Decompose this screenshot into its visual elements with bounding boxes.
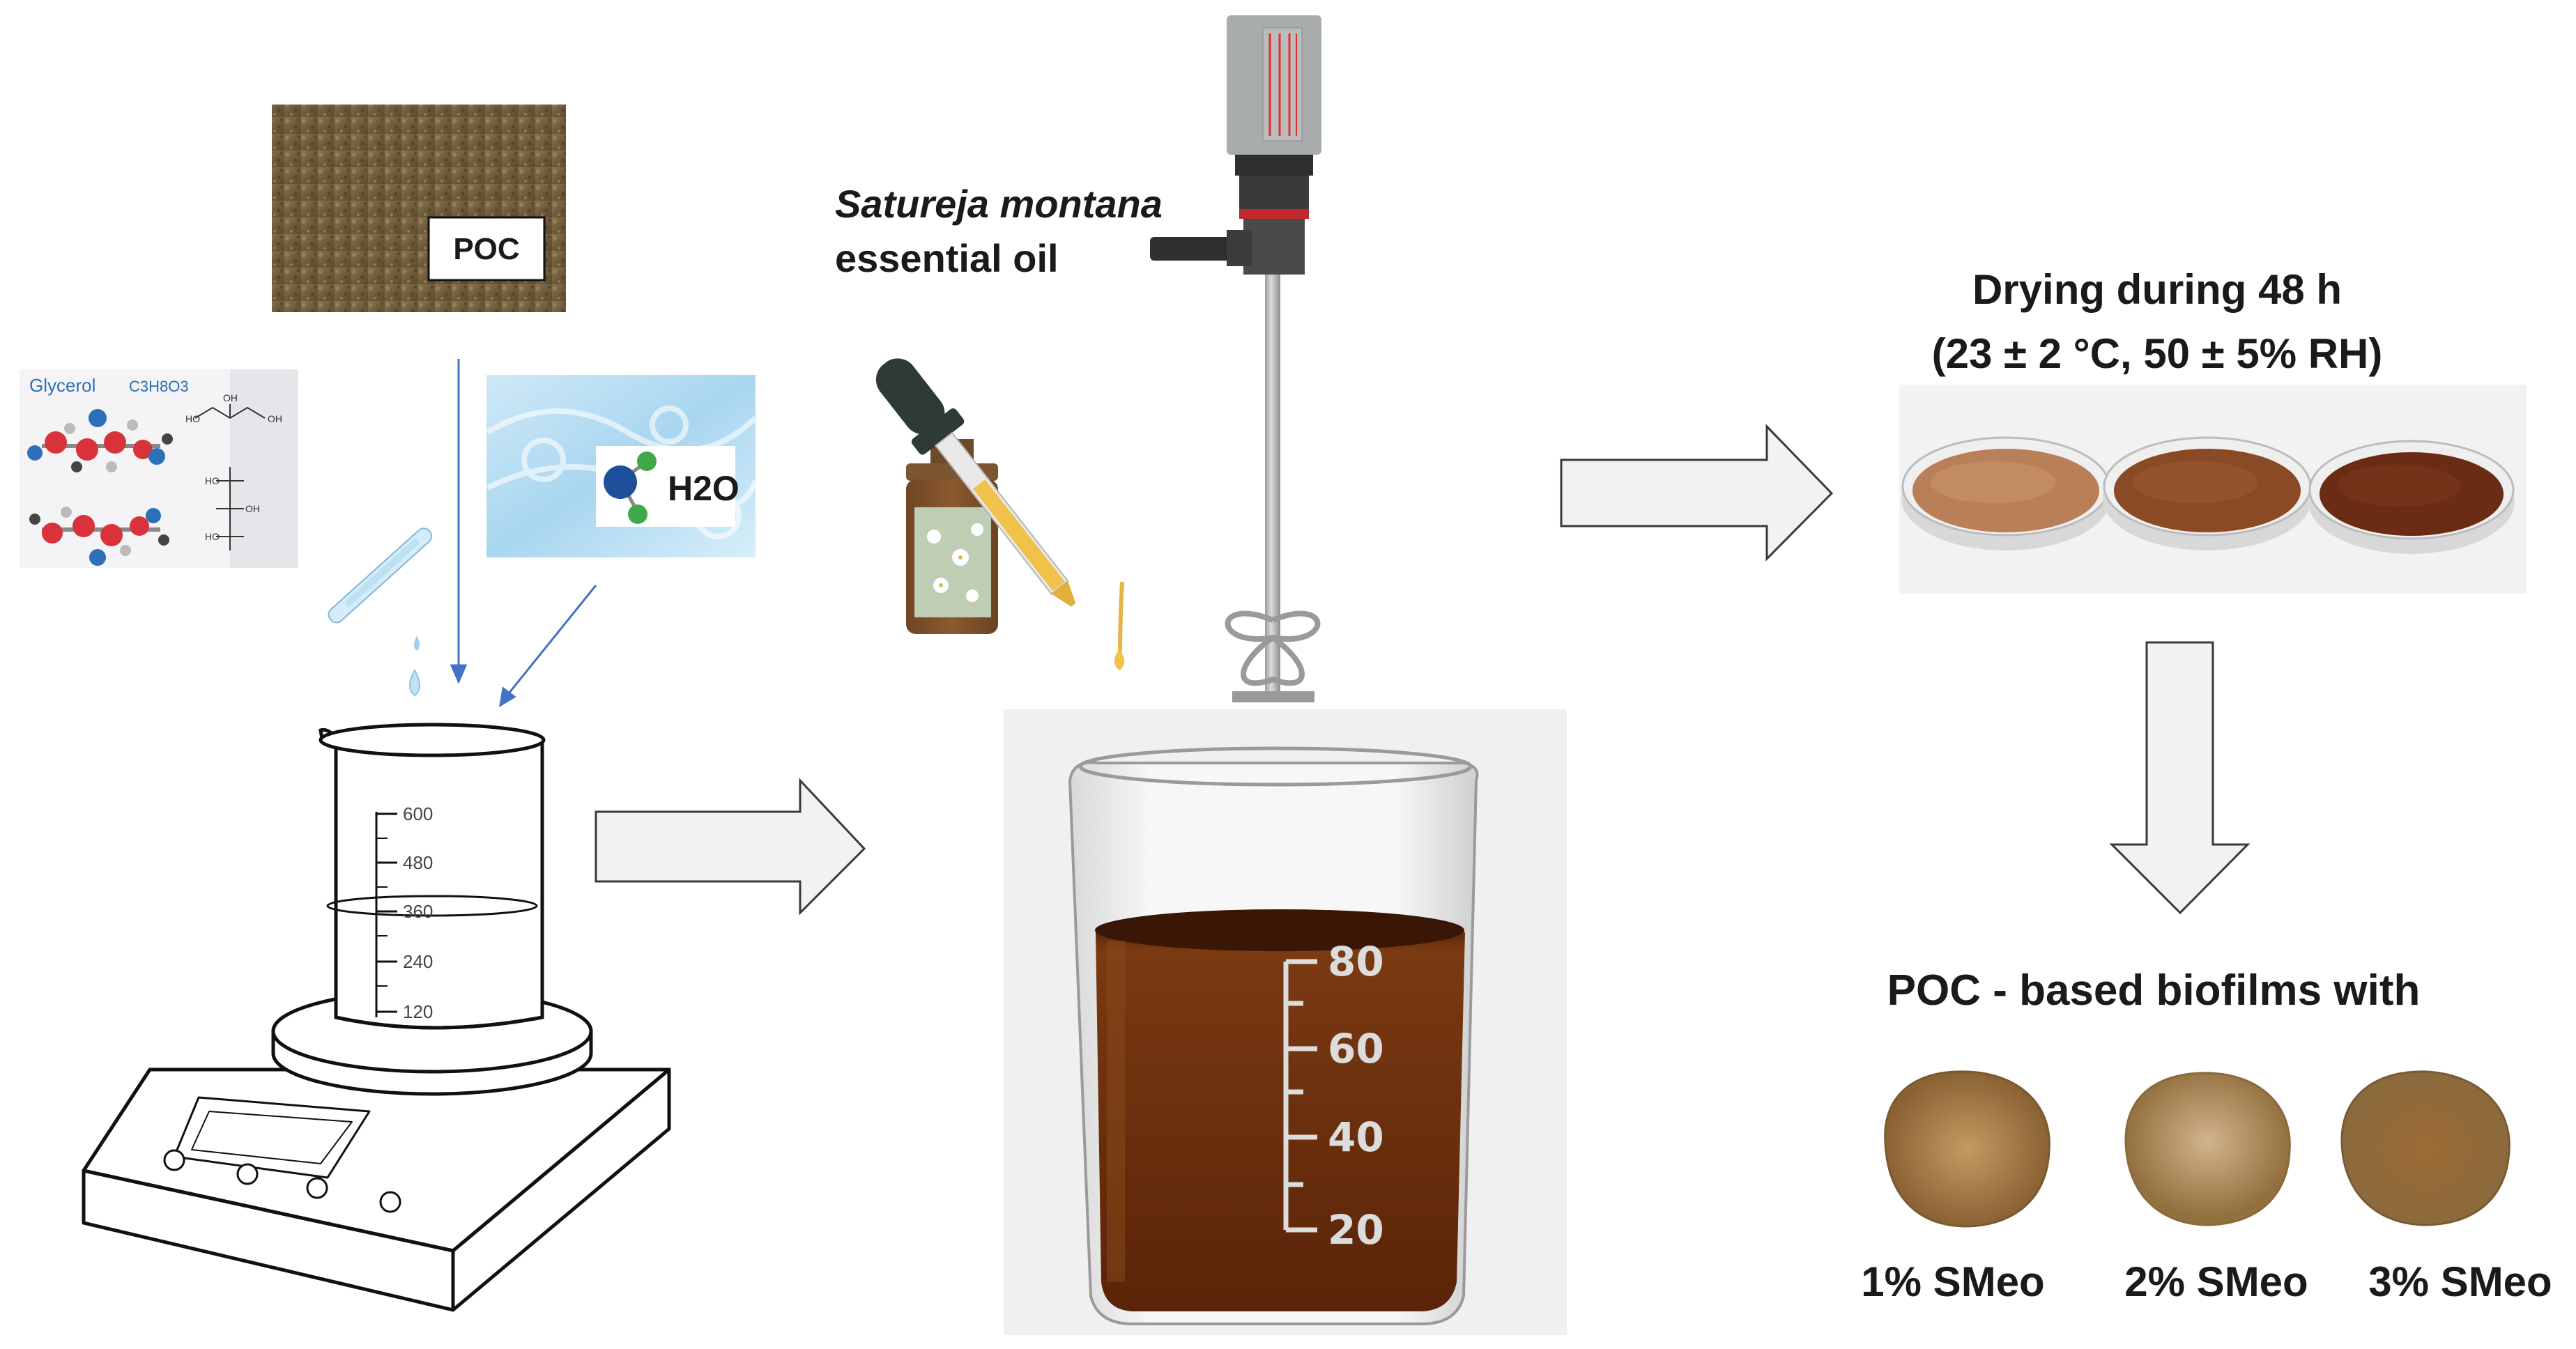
biofilm-1 bbox=[1884, 1070, 2050, 1228]
poc-label: POC bbox=[453, 232, 519, 266]
stirrer-tick-240: 240 bbox=[403, 951, 433, 972]
oil-tick-60: 60 bbox=[1328, 1025, 1384, 1072]
overhead-stirrer-icon bbox=[1150, 15, 1321, 702]
stirrer-tick-600: 600 bbox=[403, 803, 433, 824]
essential-oil-bottle-icon bbox=[906, 439, 998, 634]
glycerol-molecule-icon-2 bbox=[29, 507, 169, 566]
solution-beaker-image bbox=[1004, 709, 1567, 1335]
result-title: POC - based biofilms with bbox=[1887, 966, 2421, 1015]
petri-dishes-image bbox=[1899, 385, 2527, 594]
glycerol-formula: C3H8O3 bbox=[129, 378, 189, 395]
drying-line-2: (23 ± 2 °C, 50 ± 5% RH) bbox=[1932, 330, 2383, 377]
oil-tick-40: 40 bbox=[1328, 1113, 1384, 1161]
petri-dish-2 bbox=[2103, 436, 2312, 550]
svg-text:HO: HO bbox=[205, 531, 220, 542]
glycerol-structure-text: HO OH OH HO OH HO bbox=[185, 392, 282, 542]
svg-text:HO: HO bbox=[205, 475, 220, 486]
biofilm-2 bbox=[2124, 1072, 2291, 1226]
oil-name-rest: essential oil bbox=[835, 236, 1059, 280]
oil-tick-80: 80 bbox=[1328, 938, 1384, 985]
biofilm-label-1: 1% SMeo bbox=[1861, 1258, 2044, 1305]
glycerol-structure-icon bbox=[194, 404, 266, 550]
stirrer-beaker-icon bbox=[319, 723, 546, 1030]
glycerol-image: Glycerol C3H8O3 bbox=[20, 369, 298, 568]
glycerol-label: Glycerol bbox=[29, 375, 95, 396]
svg-text:OH: OH bbox=[223, 392, 238, 403]
biofilm-label-3: 3% SMeo bbox=[2368, 1258, 2552, 1305]
oil-name-italic: Satureja montana bbox=[835, 182, 1163, 226]
glycerol-molecule-icon bbox=[27, 409, 173, 472]
petri-dish-3 bbox=[2308, 440, 2515, 554]
oil-tick-20: 20 bbox=[1328, 1206, 1384, 1254]
water-molecule-icon bbox=[604, 452, 657, 524]
water-image: H2O bbox=[486, 375, 758, 557]
poc-powder-image: POC bbox=[272, 105, 566, 312]
oil-dropper-icon bbox=[875, 358, 1124, 670]
biofilm-label-2: 2% SMeo bbox=[2124, 1258, 2308, 1305]
impeller-icon bbox=[1225, 610, 1321, 686]
petri-dish-1 bbox=[1901, 436, 2110, 550]
svg-text:OH: OH bbox=[268, 413, 282, 424]
oil-beaker-scale bbox=[1283, 959, 1317, 1233]
poc-label-box bbox=[427, 216, 546, 282]
glycerol-pipette-icon bbox=[328, 527, 433, 697]
process-arrow-2 bbox=[1560, 424, 1834, 562]
stirrer-beaker-scale bbox=[376, 812, 397, 1013]
process-arrow-1 bbox=[595, 778, 866, 916]
stirrer-tick-120: 120 bbox=[403, 1001, 433, 1022]
process-arrow-3 bbox=[2109, 641, 2251, 915]
blue-arrows bbox=[450, 359, 597, 707]
drying-line-1: Drying during 48 h bbox=[1972, 266, 2342, 313]
svg-text:HO: HO bbox=[185, 413, 200, 424]
stirrer-tick-480: 480 bbox=[403, 852, 433, 873]
stirrer-tick-360: 360 bbox=[403, 901, 433, 922]
biofilm-3 bbox=[2340, 1070, 2510, 1226]
water-label: H2O bbox=[668, 469, 739, 508]
flower-icon bbox=[914, 507, 991, 617]
magnetic-stirrer-icon bbox=[82, 989, 671, 1312]
svg-text:OH: OH bbox=[245, 503, 260, 514]
